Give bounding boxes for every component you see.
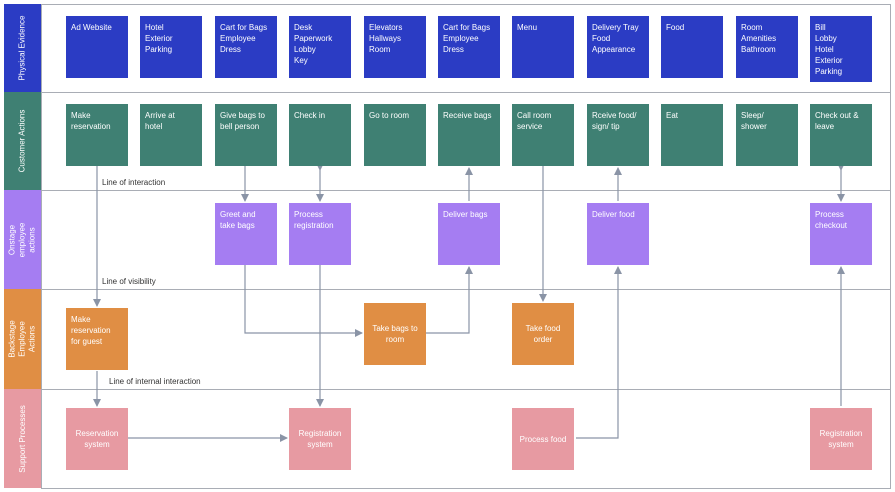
- be-take-bags-to-room: Take bags to room: [364, 303, 426, 365]
- oe-process-registration: Process registration: [289, 203, 351, 265]
- pe-desk-paperwork: Desk Paperwork Lobby Key: [289, 16, 351, 78]
- oe-process-checkout: Process checkout: [810, 203, 872, 265]
- be-make-reservation-guest: Make reservation for guest: [66, 308, 128, 370]
- oe-greet-take-bags: Greet and take bags: [215, 203, 277, 265]
- sp-registration-system-2: Registration system: [810, 408, 872, 470]
- connector-take-bags-to-deliver: [425, 266, 473, 334]
- ca-receive-food: Rceive food/ sign/ tip: [587, 104, 649, 166]
- ca-make-reservation: Make reservation: [66, 104, 128, 166]
- ca-sleep-shower: Sleep/ shower: [736, 104, 798, 166]
- pe-delivery-tray: Delivery Tray Food Appearance: [587, 16, 649, 78]
- ca-receive-bags: Receive bags: [438, 104, 500, 166]
- sp-reservation-system: Reservation system: [66, 408, 128, 470]
- lane-border-visibility: [41, 289, 891, 290]
- lane-border-1: [41, 92, 891, 93]
- lane-border-bottom: [41, 488, 891, 489]
- ca-check-in: Check in: [289, 104, 351, 166]
- lane-border-interaction: [41, 190, 891, 191]
- lane-customer-actions: Customer Actions: [4, 92, 41, 190]
- line-of-internal-interaction-label: Line of internal interaction: [107, 377, 203, 386]
- sp-process-food: Process food: [512, 408, 574, 470]
- connector-process-food-to-deliver: [576, 266, 622, 439]
- pe-bill-lobby: Bill Lobby Hotel Exterior Parking: [810, 16, 872, 82]
- pe-cart-for-bags-2: Cart for Bags Employee Dress: [438, 16, 500, 78]
- sp-registration-system: Registration system: [289, 408, 351, 470]
- oe-deliver-food: Deliver food: [587, 203, 649, 265]
- oe-deliver-bags: Deliver bags: [438, 203, 500, 265]
- ca-go-to-room: Go to room: [364, 104, 426, 166]
- be-take-food-order: Take food order: [512, 303, 574, 365]
- outer-left-border: [41, 4, 42, 488]
- lane-onstage: Onstage employee actions: [4, 190, 41, 289]
- line-of-visibility-label: Line of visibility: [100, 277, 158, 286]
- lane-support: Support Processes: [4, 389, 41, 488]
- lane-backstage: Backstage Employee Actions: [4, 289, 41, 389]
- lane-physical-evidence: Physical Evidence: [4, 4, 41, 92]
- pe-elevators: Elevators Hallways Room: [364, 16, 426, 78]
- ca-arrive-at-hotel: Arrive at hotel: [140, 104, 202, 166]
- pe-menu: Menu: [512, 16, 574, 78]
- pe-room-amenities: Room Amenities Bathroom: [736, 16, 798, 78]
- ca-call-room-service: Call room service: [512, 104, 574, 166]
- lane-border-internal: [41, 389, 891, 390]
- ca-give-bags: Give bags to bell person: [215, 104, 277, 166]
- pe-hotel-exterior: Hotel Exterior Parking: [140, 16, 202, 78]
- pe-ad-website: Ad Website: [66, 16, 128, 78]
- outer-right-border: [890, 4, 891, 488]
- ca-check-out: Check out & leave: [810, 104, 872, 166]
- pe-food: Food: [661, 16, 723, 78]
- line-of-interaction-label: Line of interaction: [100, 178, 168, 187]
- ca-eat: Eat: [661, 104, 723, 166]
- connector-greet-to-take-bags: [244, 265, 363, 337]
- pe-cart-for-bags: Cart for Bags Employee Dress: [215, 16, 277, 78]
- lane-border-top: [41, 4, 891, 5]
